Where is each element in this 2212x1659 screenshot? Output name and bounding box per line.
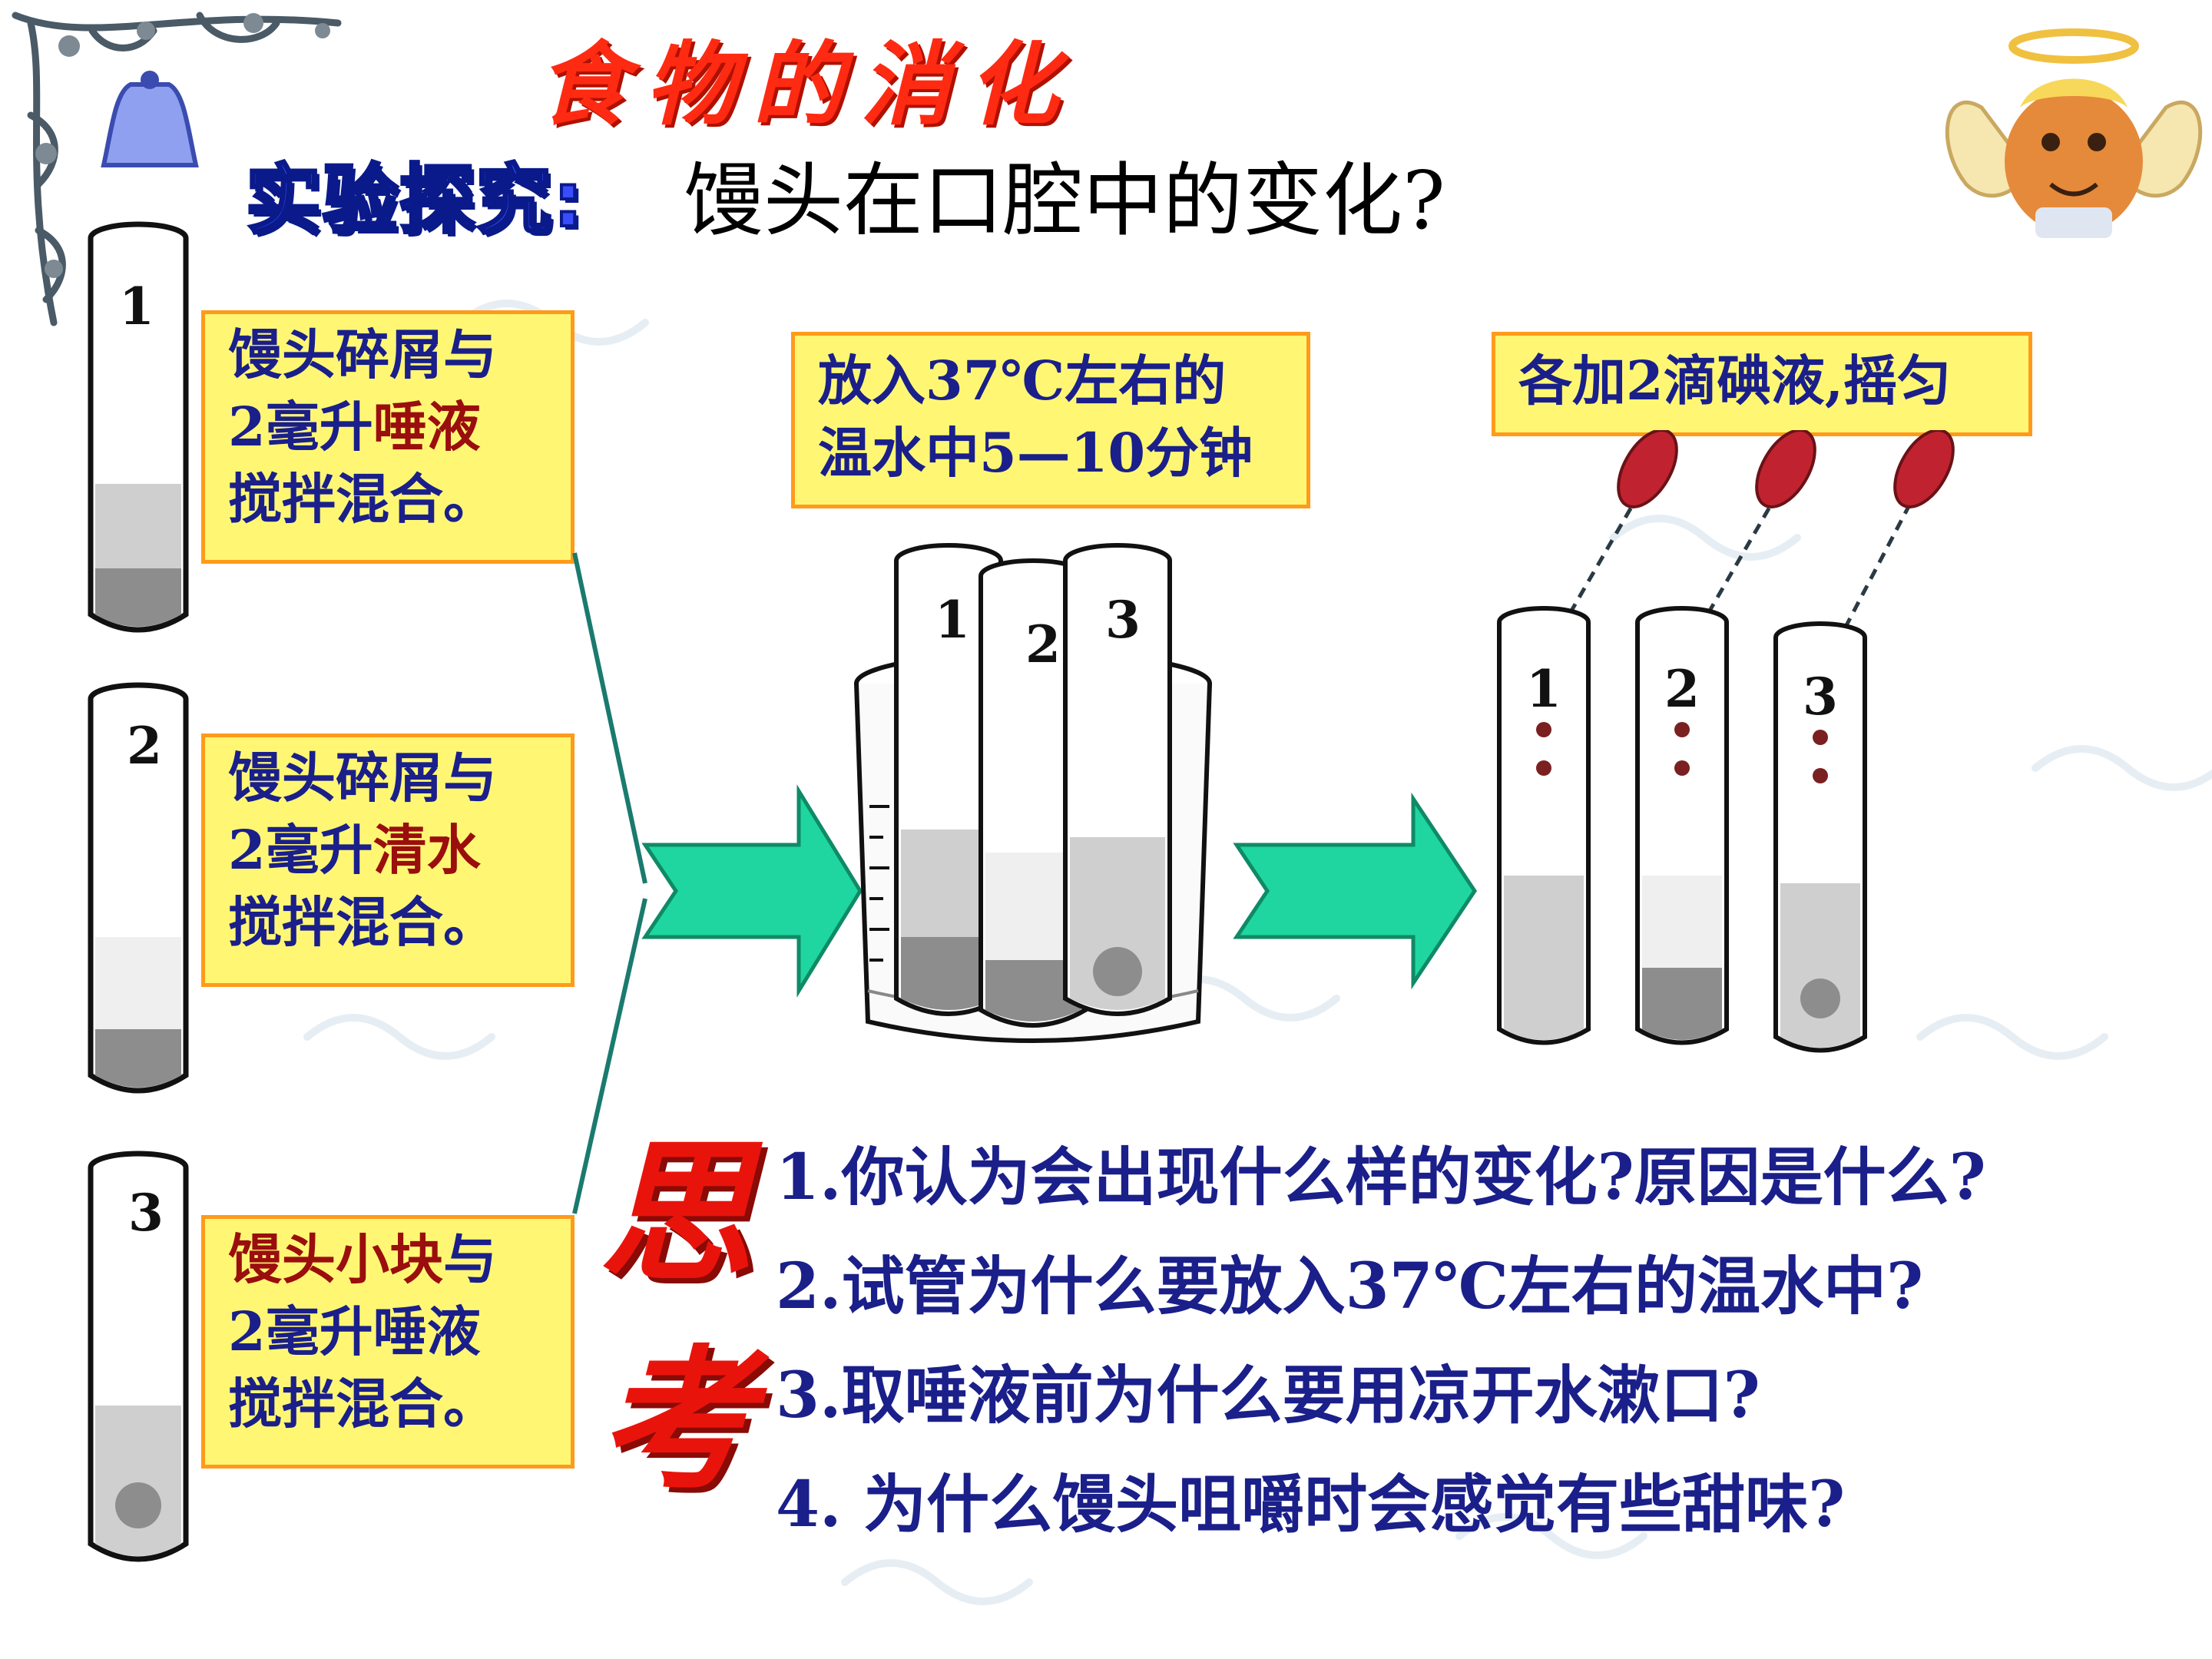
note-text: 2毫升	[228, 818, 373, 882]
angel-mascot-icon	[1945, 28, 2203, 238]
setup-note-3: 馒头小块与 2毫升唾液 搅拌混合。	[201, 1215, 575, 1469]
test-tube-1	[88, 221, 189, 633]
tube-label-2: 2	[127, 716, 162, 776]
note-line: 放入37℃左右的	[818, 349, 1227, 412]
note-line: 搅拌混合。	[228, 467, 497, 531]
note-line: 搅拌混合。	[228, 890, 497, 954]
note-line: 各加2滴碘液,摇匀	[1518, 349, 1952, 412]
note-line: 2毫升清水	[228, 814, 571, 886]
test-tube-2	[88, 682, 189, 1094]
bell-vine-decoration	[12, 12, 342, 326]
iodine-tube-label-2: 2	[1664, 659, 1700, 719]
note-line: 2毫升唾液	[228, 391, 571, 463]
step-iodine-note: 各加2滴碘液,摇匀	[1492, 332, 2032, 436]
page-title: 食物的消化	[538, 31, 1076, 137]
dropper-bulb-icon	[1617, 430, 1955, 508]
note-line: 温水中5—10分钟	[818, 421, 1253, 485]
question-4: 4. 为什么馒头咀嚼时会感觉有些甜味?	[776, 1468, 1846, 1541]
tube-label-1: 1	[119, 276, 154, 336]
beaker-tube-label-3: 3	[1105, 590, 1141, 650]
note-line: 馒头碎屑与	[228, 323, 497, 386]
question-1: 1.你认为会出现什么样的变化?原因是什么?	[776, 1141, 1986, 1214]
highlight-water: 清水	[373, 818, 481, 882]
bell-icon	[101, 82, 199, 167]
iodine-tube-label-3: 3	[1803, 667, 1838, 727]
discussion-questions: 1.你认为会出现什么样的变化?原因是什么? 2.试管为什么要放入37℃左右的温水…	[776, 1123, 2204, 1559]
question-2: 2.试管为什么要放入37℃左右的温水中?	[776, 1250, 1924, 1323]
step-warm-water-note: 放入37℃左右的 温水中5—10分钟	[791, 332, 1310, 508]
iodine-tubes	[1497, 430, 1955, 1053]
note-line: 馒头碎屑与	[228, 746, 497, 810]
setup-note-1: 馒头碎屑与 2毫升唾液 搅拌混合。	[201, 310, 575, 564]
tube-label-3: 3	[128, 1183, 164, 1243]
note-line: 搅拌混合。	[228, 1372, 497, 1435]
think-character-2: 考	[599, 1330, 753, 1511]
beaker-with-tubes	[854, 543, 1212, 1043]
note-line: 2毫升唾液	[228, 1300, 481, 1363]
test-tube-3	[88, 1151, 189, 1562]
note-text: 与	[443, 1227, 497, 1291]
arrow-right-icon	[641, 784, 863, 998]
iodine-tube-label-1: 1	[1526, 659, 1561, 719]
experiment-tag: 实验探究:	[244, 155, 585, 246]
experiment-question: 馒头在口腔中的变化?	[684, 154, 1445, 247]
note-text: 2毫升	[228, 395, 373, 459]
highlight-chunk: 馒头小块	[228, 1227, 443, 1291]
question-3: 3.取唾液前为什么要用凉开水漱口?	[776, 1359, 1760, 1432]
note-line: 馒头小块与	[228, 1224, 571, 1296]
think-character-1: 思	[599, 1123, 753, 1303]
beaker-tube-label-2: 2	[1025, 614, 1061, 674]
beaker-tube-label-1: 1	[935, 590, 970, 650]
left-test-tubes	[88, 221, 189, 1562]
arrow-right-icon	[1233, 792, 1478, 990]
highlight-saliva: 唾液	[373, 395, 481, 459]
setup-note-2: 馒头碎屑与 2毫升清水 搅拌混合。	[201, 733, 575, 987]
